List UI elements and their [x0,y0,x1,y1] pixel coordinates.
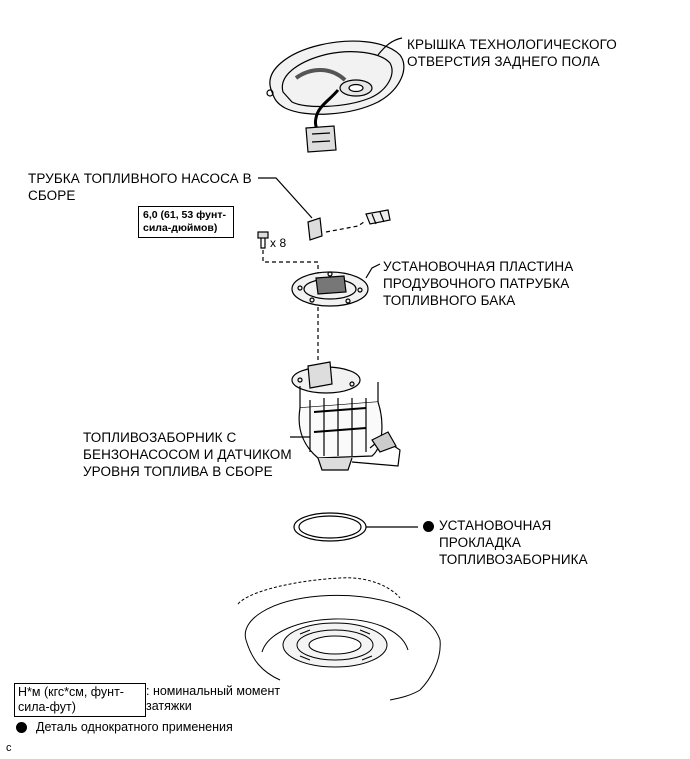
figure-code: c [6,742,12,754]
bolt-count-label: x 8 [270,236,287,250]
retainer-plate-leader [365,263,381,279]
pump-tube-label: ТРУБКА ТОПЛИВНОГО НАСОСА В СБОРЕ [28,171,252,203]
access-cover-label: КРЫШКА ТЕХНОЛОГИЧЕСКОГО ОТВЕРСТИЯ ЗАДНЕГ… [407,37,617,69]
torque-spec-box: 6,0 (61, 53 фунт- сила-дюймов) [138,206,234,238]
gasket-label: УСТАНОВОЧНАЯ ПРОКЛАДКА ТОПЛИВОЗАБОРНИКА [439,518,588,567]
access-cover-drawing [266,40,405,153]
retainer-plate-drawing [291,271,369,307]
non-reusable-marker [423,521,434,532]
retainer-plate-label: УСТАНОВОЧНАЯ ПЛАСТИНА ПРОДУВОЧНОГО ПАТРУ… [383,259,574,308]
gasket-drawing [293,512,367,542]
legend-torque-unit: Н*м (кгс*см, фунт- сила-фут) [14,683,146,717]
suction-assembly-label: ТОПЛИВОЗАБОРНИК С БЕНЗОНАСОСОМ И ДАТЧИКО… [83,430,292,479]
suction-assembly-drawing [291,361,401,471]
bolt-drawing [257,231,319,278]
access-cover-leader [377,37,403,56]
legend-non-reusable-text: Деталь однократного применения [36,720,233,734]
legend-torque-description: : номинальный момент затяжки [146,684,281,713]
pump-tube-drawing [258,177,391,241]
legend-non-reusable-icon [16,722,27,733]
fuel-tank-drawing [237,577,441,701]
